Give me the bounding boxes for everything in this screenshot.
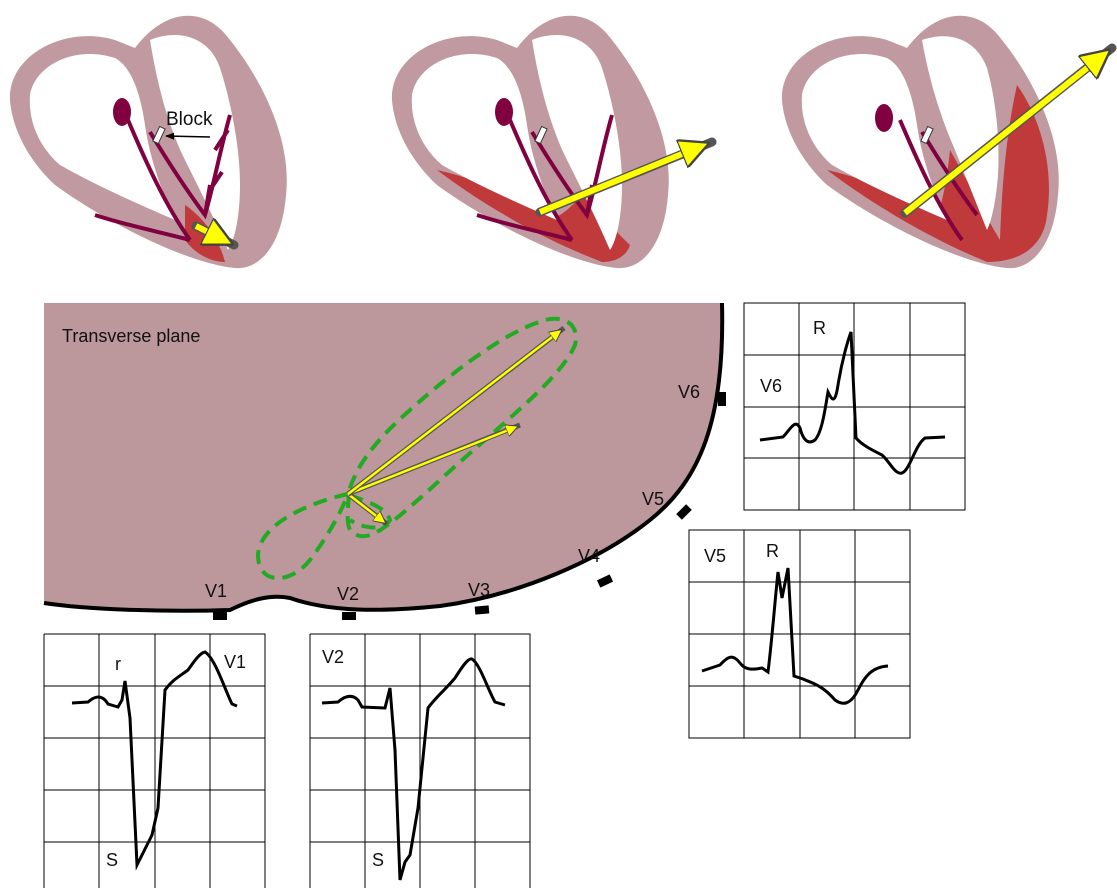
ecg-v5-lead-label: V5: [704, 546, 726, 566]
ecg-v2-trace: [322, 659, 505, 880]
lead-label-v3: V3: [468, 580, 490, 600]
ecg-v2-panel: V2 S: [310, 634, 530, 888]
ecg-v1-lead-label: V1: [224, 652, 246, 672]
heart-panel-1: Block: [10, 16, 287, 268]
ecg-v2-lead-label: V2: [322, 647, 344, 667]
ecg-v6-lead-label: V6: [760, 376, 782, 396]
ecg-v5-trace: [702, 568, 888, 703]
ecg-v1-r-label: r: [115, 654, 121, 674]
ecg-v6-trace: [760, 332, 945, 473]
plane-title: Transverse plane: [62, 326, 200, 346]
ecg-v5-panel: V5 R: [689, 530, 910, 738]
electrode-v3: [475, 605, 490, 614]
block-label: Block: [166, 109, 213, 130]
lead-label-v1: V1: [205, 581, 227, 601]
av-node: [495, 98, 513, 126]
heart-panel-3: [782, 16, 1112, 268]
lead-label-v4: V4: [578, 546, 600, 566]
electrode-v5: [676, 504, 692, 520]
electrode-v4: [597, 574, 613, 587]
ecg-v1-panel: V1 r S: [44, 634, 265, 888]
ecg-v1-grid: [44, 634, 265, 888]
lead-label-v6: V6: [678, 382, 700, 402]
av-node: [113, 98, 131, 126]
transverse-plane: Transverse plane V1 V2 V3 V4 V5 V6: [44, 303, 726, 620]
lead-label-v5: V5: [642, 489, 664, 509]
electrode-v1: [213, 612, 227, 620]
block-pointer-arrow: [166, 136, 210, 137]
lead-label-v2: V2: [337, 584, 359, 604]
electrode-v2: [342, 612, 356, 620]
av-node: [875, 104, 893, 132]
ecg-v2-s-label: S: [372, 850, 384, 870]
ecg-v5-r-label: R: [766, 541, 779, 561]
heart-panel-2: [392, 16, 712, 268]
ecg-v6-panel: V6 R: [744, 303, 965, 510]
ecg-v1-s-label: S: [106, 850, 118, 870]
ecg-v6-r-label: R: [813, 318, 826, 338]
ecg-v2-grid: [310, 634, 530, 888]
transverse-plane-area: [44, 303, 722, 611]
electrode-v6: [718, 392, 726, 406]
